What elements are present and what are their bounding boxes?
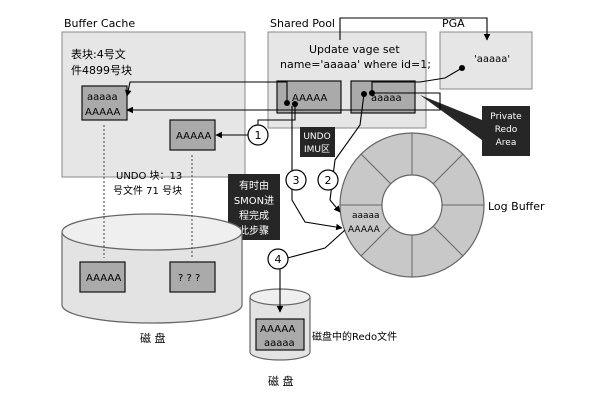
redo-file-label: 磁盘中的Redo文件	[312, 330, 397, 343]
smon-note-line3: 程完成	[239, 209, 269, 222]
undo-imu-buffer-value: AAAAA	[292, 93, 327, 104]
redo-disk-record-box	[255, 318, 305, 351]
undo-imu-buffer	[276, 80, 342, 114]
step-3: 3	[285, 169, 307, 191]
private-redo-label-line3: Area	[496, 138, 517, 148]
undo-block-buffer	[169, 119, 216, 151]
undo-block-label-line2: 号文件 71 号块	[113, 184, 182, 197]
undo-imu-label-box: UNDO IMU区	[300, 127, 335, 157]
table-block-label-line1: 表块:4号文	[71, 47, 126, 61]
data-block-new-value: AAAAA	[85, 107, 120, 118]
smon-note-line1: 有时由	[239, 179, 269, 192]
pga-panel: PGA 'aaaaa'	[439, 17, 533, 90]
private-redo-buffer-value: aaaaa	[371, 93, 402, 104]
shared-pool-panel: Shared Pool Update vage set name='aaaaa'…	[267, 17, 431, 129]
private-redo-label-box: Private Redo Area	[482, 106, 530, 156]
buffer-cache-panel: Buffer Cache 表块:4号文 件4899号块 aaaaa AAAAA …	[61, 17, 246, 178]
step-2-number: 2	[325, 174, 332, 187]
step-4-number: 4	[275, 253, 282, 266]
private-redo-buffer	[350, 80, 416, 114]
data-block-buffer	[81, 85, 128, 121]
log-buffer-title: Log Buffer	[488, 200, 545, 213]
step-3-number: 3	[293, 174, 300, 187]
undo-block-buffer-value: AAAAA	[176, 131, 211, 142]
redo-disk-line2: aaaaa	[264, 338, 295, 349]
log-buffer-ring: aaaaa AAAAA Log Buffer	[339, 132, 545, 278]
undo-imu-label-line1: UNDO	[303, 132, 330, 142]
redo-disk-line1: AAAAA	[260, 324, 295, 335]
data-disk: AAAAA ? ? ? 磁 盘	[61, 213, 243, 345]
log-buffer-line2: AAAAA	[348, 225, 381, 235]
table-block-label-line2: 件4899号块	[71, 64, 132, 77]
step-1: 1	[247, 124, 269, 146]
step-2: 2	[317, 169, 339, 191]
data-disk-label: 磁 盘	[140, 331, 166, 345]
smon-note-line4: 此步骤	[239, 224, 269, 237]
buffer-cache-title: Buffer Cache	[64, 17, 135, 30]
disk-undo-block-value: ? ? ?	[178, 273, 200, 284]
redo-disk: AAAAA aaaaa 磁盘中的Redo文件 磁 盘	[249, 288, 397, 388]
smon-note-line2: SMON进	[234, 195, 274, 207]
connector-lines	[125, 17, 491, 313]
sql-statement-line1: Update vage set	[309, 43, 400, 56]
undo-imu-label-line2: IMU区	[304, 144, 330, 155]
data-block-old-value: aaaaa	[87, 92, 118, 103]
private-redo-callout-pointer	[420, 95, 482, 140]
disk-data-block	[79, 261, 126, 293]
undo-block-label-line1: UNDO 块：13	[116, 170, 182, 182]
step-1-number: 1	[255, 129, 262, 142]
disk-undo-block	[169, 261, 216, 293]
private-redo-label-line2: Redo	[495, 125, 518, 135]
disk-data-block-value: AAAAA	[86, 273, 121, 284]
pga-value: 'aaaaa'	[474, 54, 510, 65]
connector-dots	[284, 65, 465, 107]
private-redo-label-line1: Private	[490, 112, 522, 122]
redo-disk-label: 磁 盘	[268, 374, 294, 388]
sql-statement-line2: name='aaaaa' where id=1;	[280, 58, 431, 71]
shared-pool-title: Shared Pool	[270, 17, 335, 30]
log-buffer-line1: aaaaa	[352, 211, 380, 221]
log-buffer-segments	[340, 133, 484, 277]
pga-title: PGA	[442, 17, 465, 30]
cache-disk-dotted-links	[103, 125, 193, 258]
step-4: 4	[267, 248, 289, 270]
